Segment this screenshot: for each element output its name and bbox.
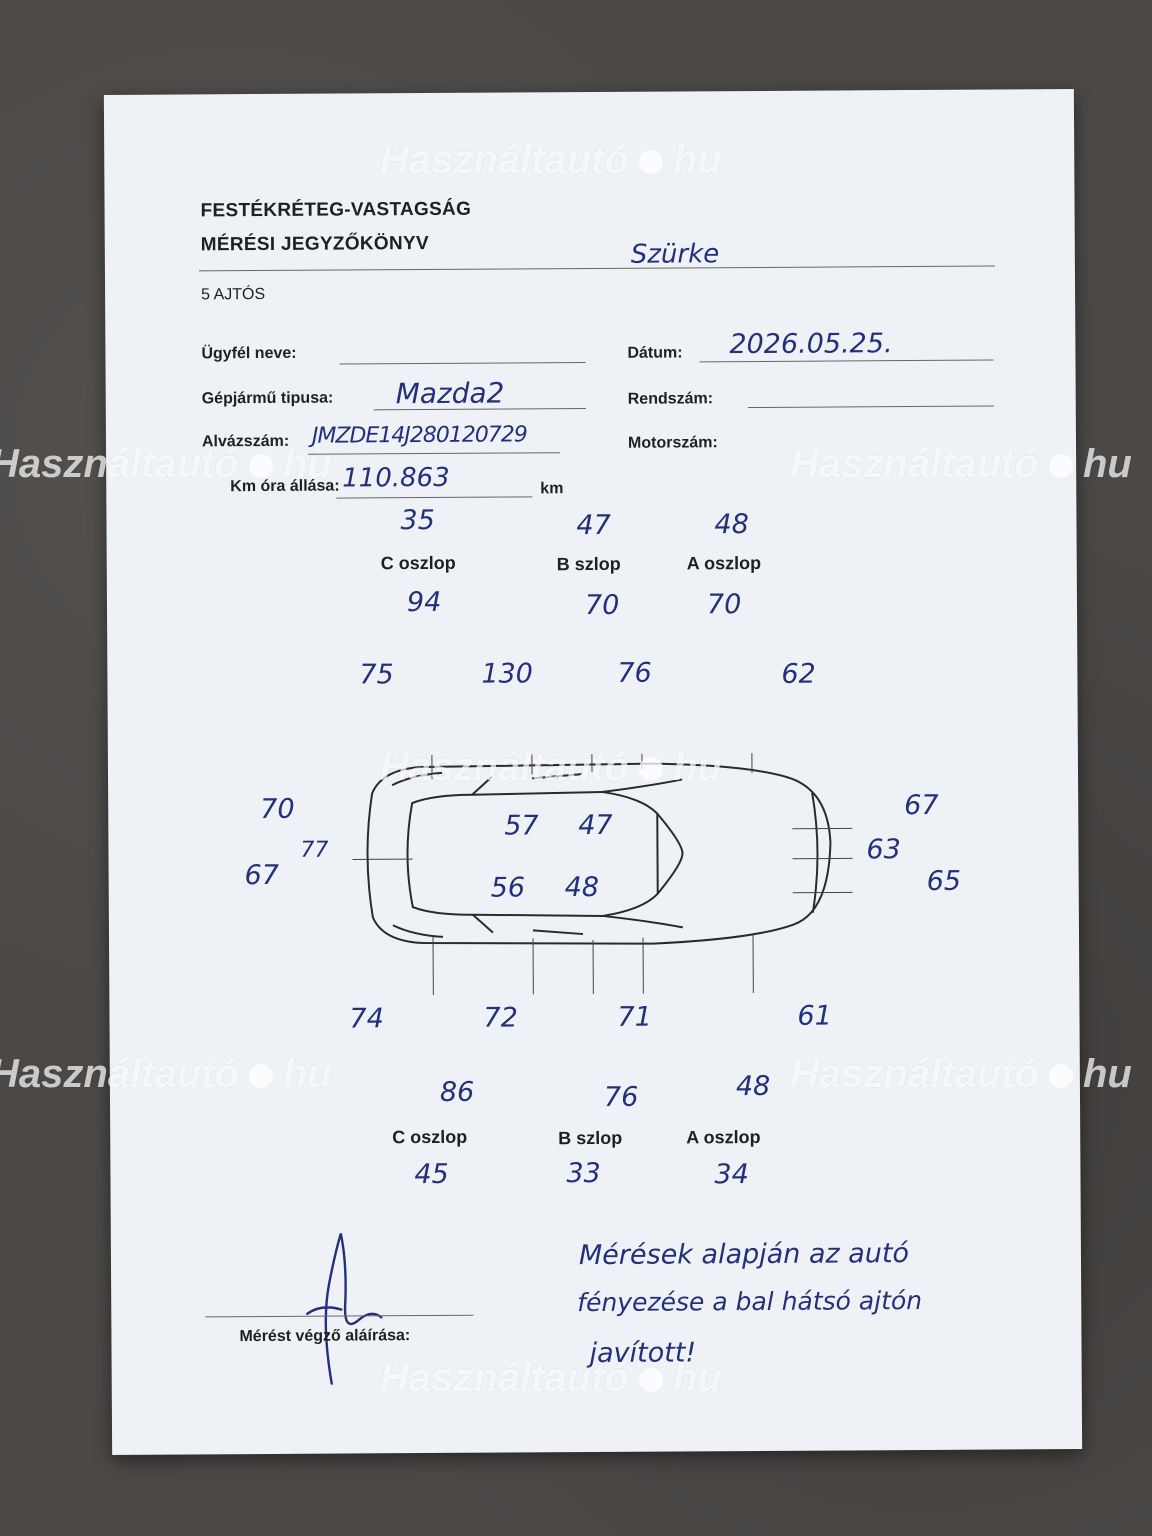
client-label: Ügyfél neve: [201, 344, 297, 363]
watermark-dot-icon [248, 454, 273, 479]
watermark-dot-icon [1048, 1064, 1073, 1089]
vehicle-type-value: Mazda2 [395, 376, 505, 411]
odometer-unit: km [540, 480, 564, 498]
measurement-top-c-pillar: 35 [400, 504, 435, 537]
measurement-bottom-b-pillar: 33 [566, 1157, 601, 1190]
pillar-label-b-bottom: B szlop [558, 1127, 623, 1149]
measurement-top-a-pillar: 48 [714, 509, 749, 541]
vin-value: JMZDE14J280120729 [311, 422, 527, 449]
measurement-bottom-row-2: 76 [603, 1081, 639, 1113]
measurement-front-right-2: 63 [866, 834, 901, 866]
measurement-rear-left-1: 70 [260, 793, 295, 826]
color-handwritten: Szürke [630, 239, 720, 270]
measurement-left-rear-door: 130 [481, 658, 534, 690]
measurement-right-rear-door: 72 [483, 1002, 518, 1034]
title-line-1: FESTÉKRÉTEG-VASTAGSÁG [200, 198, 472, 222]
measurement-bottom-a-pillar: 34 [714, 1159, 749, 1191]
plate-line [747, 405, 994, 409]
signature-image [306, 1233, 383, 1385]
inspection-sheet: FESTÉKRÉTEG-VASTAGSÁG MÉRÉSI JEGYZŐKÖNYV… [103, 89, 1083, 1455]
client-line [339, 362, 586, 365]
note-line-1: Mérések alapján az autó [578, 1238, 910, 1272]
measurement-bottom-row-3: 48 [735, 1070, 771, 1103]
measurement-rear-left-3: 67 [244, 859, 280, 892]
measurement-top-row-3: 70 [706, 589, 742, 621]
measurement-top-row-2: 70 [584, 589, 620, 622]
measurement-top-b-pillar: 47 [576, 509, 611, 542]
pillar-label-b-top: B szlop [556, 553, 621, 575]
signature-label: Mérést végző aláírása: [239, 1327, 411, 1346]
measurement-front-right-3: 65 [926, 865, 962, 897]
vehicle-type-label: Gépjármű tipusa: [201, 389, 334, 408]
watermark-dot-icon [638, 757, 663, 782]
measurement-top-row-1: 94 [406, 586, 442, 619]
measurement-right-rear-quarter: 74 [349, 1003, 384, 1035]
doors-label: 5 AJTÓS [201, 285, 266, 304]
pillar-label-a-bottom: A oszlop [686, 1126, 761, 1148]
measurement-bottom-c-pillar: 45 [414, 1158, 449, 1191]
plate-label: Rendszám: [627, 390, 714, 408]
measurement-front-right-1: 67 [904, 789, 939, 822]
watermark-dot-icon [638, 150, 663, 175]
date-label: Dátum: [627, 344, 683, 362]
measurement-left-front-door: 76 [617, 657, 652, 689]
pillar-label-c-bottom: C oszlop [392, 1126, 468, 1148]
date-value: 2026.05.25. [729, 328, 893, 361]
vin-line [308, 452, 561, 455]
measurement-rear-left-2: 77 [300, 837, 329, 863]
title-line-2: MÉRÉSI JEGYZŐKÖNYV [200, 232, 430, 256]
header-rule [198, 265, 995, 272]
measurement-right-front-door: 71 [617, 1001, 652, 1033]
watermark-dot-icon [638, 1368, 663, 1393]
odometer-line [336, 496, 533, 499]
watermark-dot-icon [1048, 454, 1073, 479]
note-line-2: fényezése a bal hátsó ajtón [577, 1285, 923, 1318]
pillar-label-a-top: A oszlop [686, 552, 762, 574]
car-diagram [352, 753, 853, 995]
watermark-dot-icon [248, 1064, 273, 1089]
measurement-left-front-fender: 62 [781, 658, 816, 690]
pillar-label-c-top: C oszlop [380, 552, 456, 574]
odometer-value: 110.863 [342, 462, 450, 494]
measurement-bottom-row-1: 86 [439, 1076, 475, 1108]
measurement-right-front-fender: 61 [797, 1000, 832, 1032]
measurement-left-rear-quarter: 75 [359, 659, 394, 691]
engine-label: Motorszám: [627, 434, 718, 452]
